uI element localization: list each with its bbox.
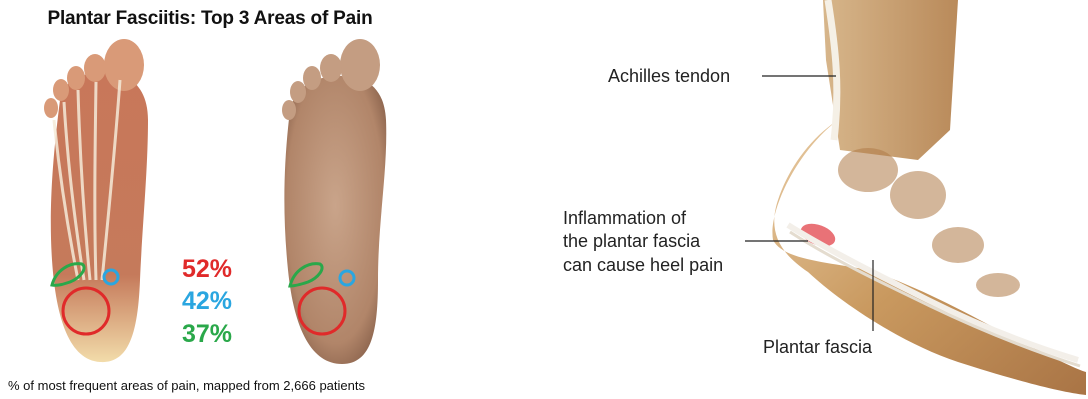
stat-42-percent: 42% bbox=[182, 287, 232, 316]
inflammation-label-line-2: the plantar fascia bbox=[563, 230, 700, 252]
foot-sole-illustration bbox=[268, 30, 408, 370]
plantar-fascia-label: Plantar fascia bbox=[763, 336, 872, 358]
foot-muscles-illustration bbox=[30, 30, 170, 370]
stat-37-percent: 37% bbox=[182, 320, 232, 349]
figure-title: Plantar Fasciitis: Top 3 Areas of Pain bbox=[0, 8, 420, 30]
stat-52-percent: 52% bbox=[182, 255, 232, 284]
achilles-tendon-label: Achilles tendon bbox=[608, 65, 730, 87]
inflammation-label-line-3: can cause heel pain bbox=[563, 254, 723, 276]
inflammation-label-line-1: Inflammation of bbox=[563, 207, 686, 229]
figure-caption: % of most frequent areas of pain, mapped… bbox=[8, 378, 428, 393]
